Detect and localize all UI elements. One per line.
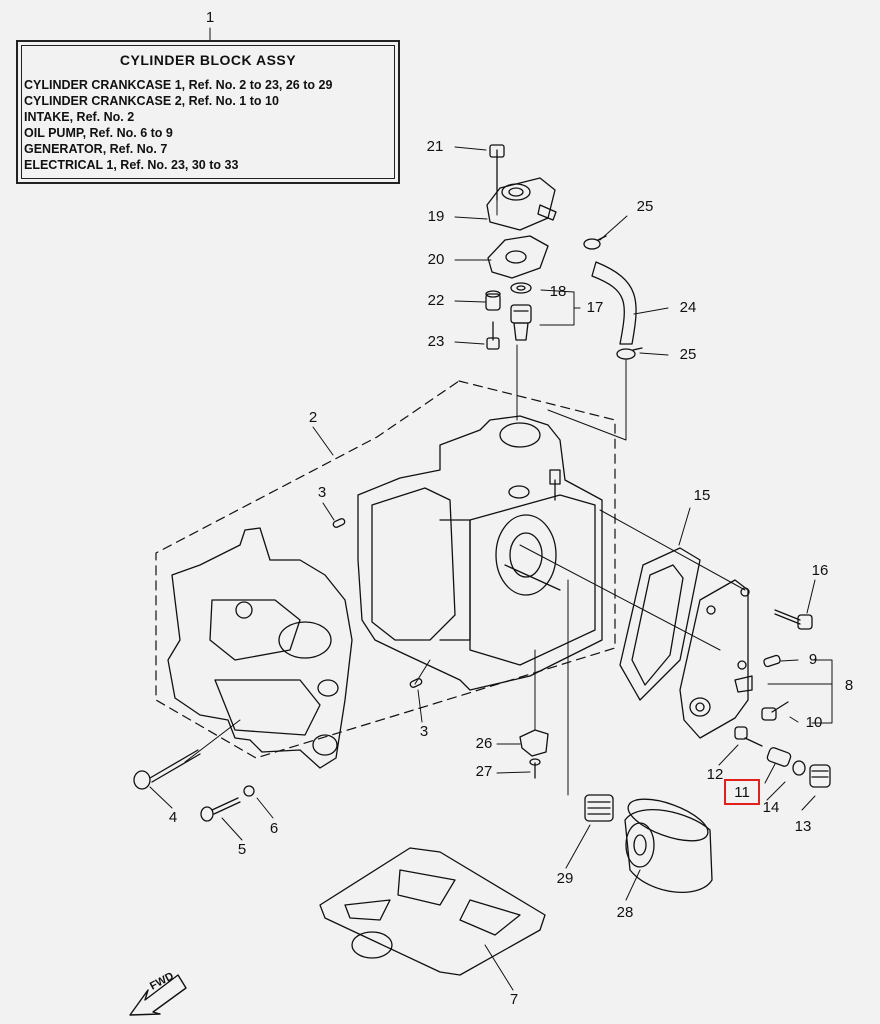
legend-line: INTAKE, Ref. No. 2: [24, 110, 135, 124]
gasket-20: [487, 235, 549, 279]
callout-10[interactable]: 10: [805, 714, 823, 731]
callout-11-highlight: [724, 779, 760, 805]
callout-26[interactable]: 26: [475, 735, 493, 752]
clip-25-upper: [583, 235, 607, 250]
callout-9[interactable]: 9: [808, 651, 818, 668]
bolt-12: [734, 726, 763, 747]
legend-box: CYLINDER BLOCK ASSY CYLINDER CRANKCASE 1…: [16, 40, 400, 184]
callout-1[interactable]: 1: [205, 9, 215, 26]
bolt-23: [486, 321, 500, 350]
collar-22: [485, 290, 501, 311]
callout-11[interactable]: 11: [734, 784, 750, 801]
callout-5[interactable]: 5: [237, 841, 247, 858]
callout-14[interactable]: 14: [762, 799, 780, 816]
grommet-18: [510, 282, 532, 294]
base-gasket-7: [319, 847, 546, 976]
bolt-16: [774, 609, 813, 630]
callout-21[interactable]: 21: [426, 138, 444, 155]
legend-line: ELECTRICAL 1, Ref. No. 23, 30 to 33: [24, 158, 239, 172]
legend-title: CYLINDER BLOCK ASSY: [119, 52, 297, 68]
o-ring-14: [792, 760, 806, 776]
screw-27: [529, 758, 541, 779]
bolt-10: [761, 701, 789, 721]
callout-16[interactable]: 16: [811, 562, 829, 579]
callout-6[interactable]: 6: [269, 820, 279, 837]
oil-pump-8: [679, 579, 753, 739]
bolt-4: [133, 749, 201, 790]
callout-25-upper[interactable]: 25: [636, 198, 654, 215]
assembly-guide-lines: [184, 159, 746, 796]
dowel-pin-3-lower: [409, 678, 423, 688]
oil-filter-28: [624, 798, 713, 893]
legend-line: CYLINDER CRANKCASE 1, Ref. No. 2 to 23, …: [24, 78, 333, 92]
gasket-15: [619, 547, 701, 701]
callout-20[interactable]: 20: [427, 251, 445, 268]
callout-22[interactable]: 22: [427, 292, 445, 309]
callout-17[interactable]: 17: [586, 299, 604, 316]
bolt-5: [200, 797, 241, 822]
bracket-26: [519, 729, 549, 757]
cylinder-crankcase-body: [357, 415, 603, 691]
crankcase-2-half: [167, 527, 353, 769]
clip-25-lower: [616, 347, 643, 360]
callout-25-lower[interactable]: 25: [679, 346, 697, 363]
plug-13: [809, 764, 831, 788]
callout-3-lower[interactable]: 3: [419, 723, 429, 740]
legend-line: CYLINDER CRANKCASE 2, Ref. No. 1 to 10: [24, 94, 279, 108]
thermostat-17: [510, 304, 532, 341]
dowel-pin-3-upper: [332, 518, 346, 528]
callout-7[interactable]: 7: [509, 991, 519, 1008]
legend-line: GENERATOR, Ref. No. 7: [24, 142, 168, 156]
crankcase-dashed-outline: [155, 380, 616, 759]
callout-24[interactable]: 24: [679, 299, 697, 316]
leader-lines: [149, 27, 833, 991]
callout-19[interactable]: 19: [427, 208, 445, 225]
washer-6: [243, 785, 255, 797]
pin-9: [763, 654, 781, 668]
pump-cover-19: [486, 144, 557, 231]
callout-27[interactable]: 27: [475, 763, 493, 780]
callout-29[interactable]: 29: [556, 870, 574, 887]
callout-2[interactable]: 2: [308, 409, 318, 426]
callout-13[interactable]: 13: [794, 818, 812, 835]
callout-28[interactable]: 28: [616, 904, 634, 921]
callout-18[interactable]: 18: [549, 283, 567, 300]
legend-inner-frame: [21, 45, 395, 179]
hose-24: [591, 261, 637, 345]
union-29: [584, 794, 614, 822]
callout-15[interactable]: 15: [693, 487, 711, 504]
callout-23[interactable]: 23: [427, 333, 445, 350]
legend-line: OIL PUMP, Ref. No. 6 to 9: [24, 126, 173, 140]
callout-4[interactable]: 4: [168, 809, 178, 826]
callout-12[interactable]: 12: [706, 766, 724, 783]
callout-3-upper[interactable]: 3: [317, 484, 327, 501]
fwd-arrow: [129, 974, 187, 1016]
callout-8[interactable]: 8: [844, 677, 854, 694]
spring-11: [766, 747, 792, 767]
